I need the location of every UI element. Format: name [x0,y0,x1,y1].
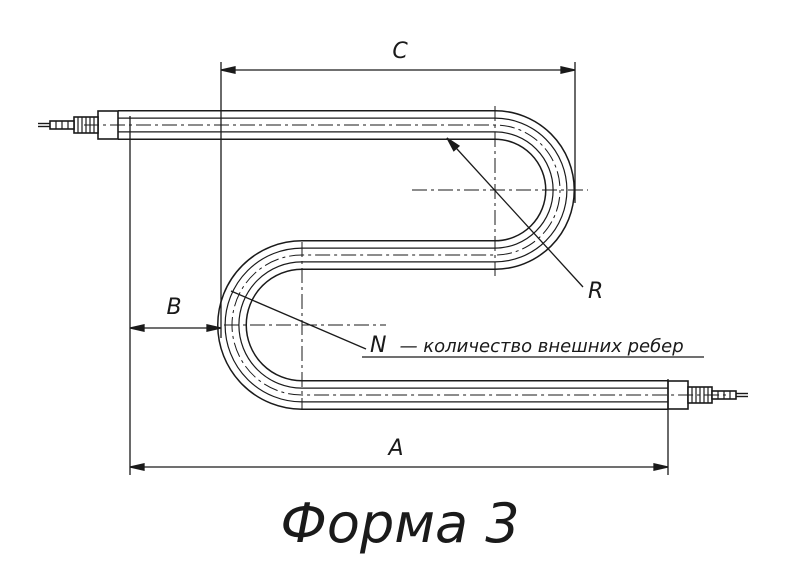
fins-note-letter: N [370,333,386,358]
fins-note-description: — количество внешних ребер [400,336,684,357]
dimension-label-b: B [166,295,181,320]
dimension-label-c: C [392,39,408,64]
figure-title: Форма 3 [280,492,519,555]
arrowhead [220,65,236,75]
dimension-label-a: A [386,436,403,461]
radius-label-r: R [588,279,603,304]
lead-wires [736,392,748,398]
arrowhead [653,462,669,472]
radius-leader: R [446,137,603,304]
fins-note: N — количество внешних ребер [230,290,704,358]
arrowhead [129,323,145,333]
leader-line [230,290,367,350]
arrowhead [560,65,576,75]
lead-wires [38,122,50,128]
leader-line [446,137,584,288]
rod-ticks [55,121,69,129]
arrowhead [446,137,461,152]
dimension-B: B [129,295,222,333]
arrowhead [206,323,222,333]
arrowhead [129,462,145,472]
dimension-C: C [220,39,576,338]
dimension-A: A [129,116,669,475]
fins-note-text: N — количество внешних ребер [370,333,684,358]
